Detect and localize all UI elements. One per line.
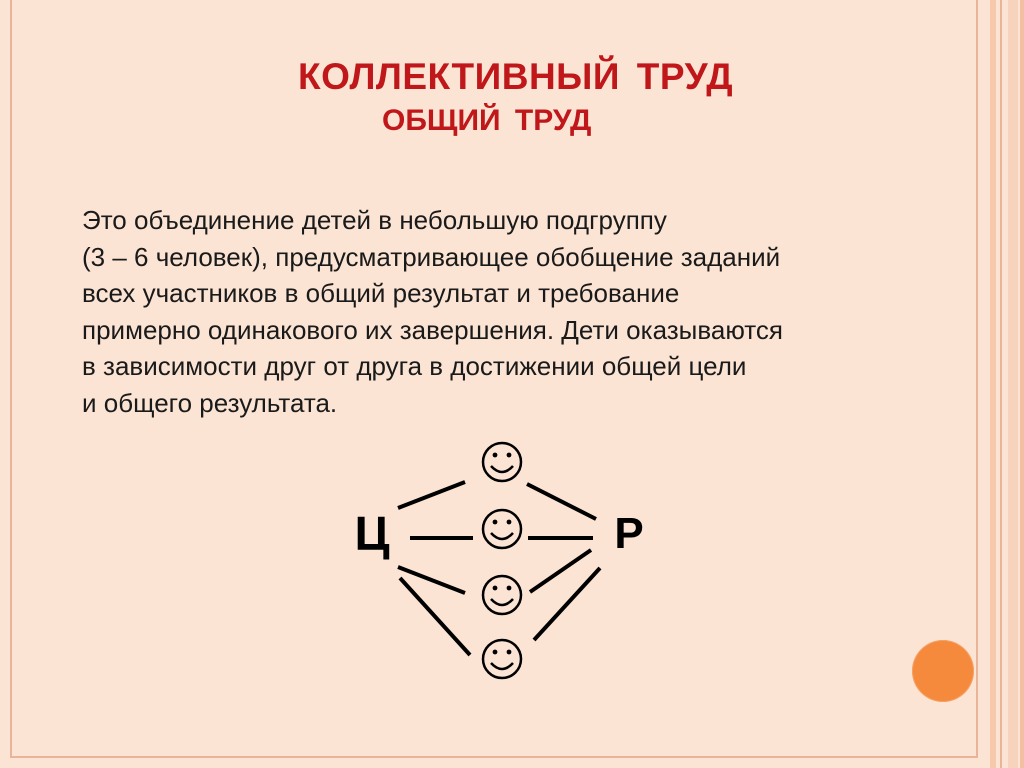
- smiley-icon: [481, 441, 523, 483]
- body-line: Это объединение детей в небольшую подгру…: [82, 205, 667, 235]
- decorative-orange-circle: [912, 640, 974, 702]
- node-goal: Ц: [354, 508, 389, 561]
- body-line: примерно одинакового их завершения. Дети…: [82, 314, 783, 345]
- node-result: Р: [614, 509, 643, 558]
- decor-stripe: [990, 0, 996, 768]
- smiley-icon: [481, 574, 523, 616]
- body-text: Это объединение детей в небольшую подгру…: [82, 202, 952, 422]
- decor-stripe: [1000, 0, 1002, 768]
- slide-frame: [10, 0, 978, 758]
- connector-line: [528, 548, 593, 594]
- connector-line: [532, 566, 602, 642]
- body-line: (3 – 6 человек), предусматривающее обобщ…: [82, 241, 781, 272]
- smiley-icon: [481, 638, 523, 680]
- smiley-icon: [481, 508, 523, 550]
- connector-line: [398, 576, 472, 657]
- connector-line: [526, 482, 597, 521]
- decor-stripe: [1020, 0, 1024, 768]
- decor-stripe: [1008, 0, 1018, 768]
- body-line: всех участников в общий результат и треб…: [82, 278, 680, 309]
- connector-line: [397, 565, 466, 595]
- diagram-connectors: [397, 480, 602, 657]
- body-line: в зависимости друг от друга в достижении…: [82, 351, 747, 382]
- slide-subtitle: ОБЩИЙ ТРУД: [382, 104, 592, 137]
- slide-title: КОЛЛЕКТИВНЫЙ ТРУД: [298, 56, 734, 97]
- body-line: и общего результата.: [82, 387, 338, 418]
- connector-line: [397, 480, 466, 510]
